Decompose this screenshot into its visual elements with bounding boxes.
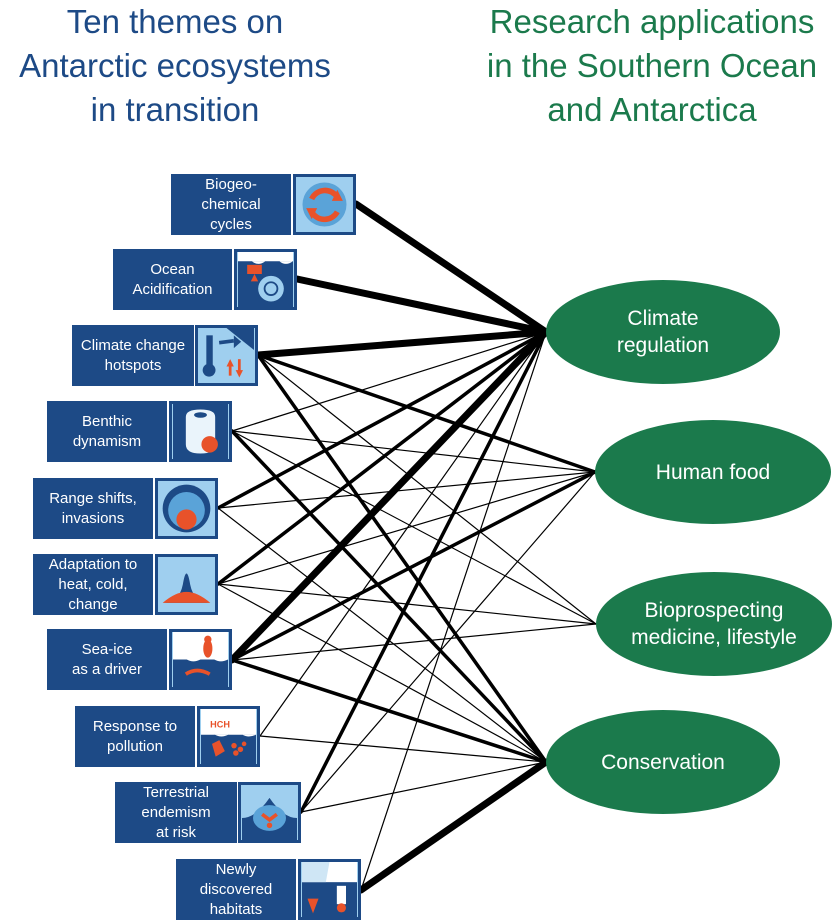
theme-box-benthic-dynamism: Benthic dynamism	[47, 401, 167, 462]
theme-box-ocean-acidification: Ocean Acidification	[113, 249, 232, 310]
left-heading: Ten themes on Antarctic ecosystems in tr…	[0, 0, 350, 132]
link-line	[230, 470, 597, 662]
theme-label-line: Newly	[215, 860, 257, 878]
theme-label-line: habitats	[209, 900, 263, 918]
theme-box-climate-change-hotspots: Climate change hotspots	[72, 325, 194, 386]
link-line	[228, 328, 550, 664]
link-line	[231, 430, 596, 473]
theme-box-pollution: Response to pollution	[75, 706, 195, 767]
link-line	[217, 471, 596, 585]
app-label-line: regulation	[616, 334, 710, 357]
link-line	[360, 331, 547, 891]
theme-box-sea-ice: Sea-ice as a driver	[47, 629, 167, 690]
theme-box-range-shifts: Range shifts, invasions	[33, 478, 153, 539]
theme-label-line: Range shifts,	[49, 489, 137, 507]
theme-label-line: hotspots	[104, 356, 162, 374]
link-line	[256, 353, 548, 764]
link-line	[230, 429, 548, 764]
benthic-icon	[169, 401, 232, 462]
link-line	[256, 353, 597, 474]
link-line	[257, 354, 597, 625]
cycle-arrows-icon	[293, 174, 356, 235]
theme-label-line: Ocean	[150, 260, 195, 278]
theme-label-line: Benthic	[81, 412, 133, 430]
penguin-krill-icon	[169, 629, 232, 690]
link-line	[357, 758, 550, 894]
app-label-line: Bioprospecting	[644, 599, 784, 622]
link-line	[293, 275, 550, 336]
habitats-icon	[298, 859, 361, 920]
app-label-line: medicine, lifestyle	[631, 626, 797, 649]
app-human-food: Human food	[595, 420, 831, 524]
theme-label-line: Response to	[92, 717, 178, 735]
link-line	[300, 761, 547, 813]
link-line	[352, 200, 550, 336]
link-line	[231, 430, 597, 625]
link-line	[254, 328, 550, 359]
app-label-line: Human food	[655, 460, 771, 484]
left-heading-line: Ten themes on	[66, 3, 284, 40]
theme-label-line: change	[68, 595, 118, 613]
link-line	[259, 331, 547, 737]
theme-label-line: chemical	[201, 195, 261, 213]
terrestrial-icon	[238, 782, 301, 843]
theme-label-line: Climate change	[80, 336, 186, 354]
link-line	[217, 471, 596, 509]
thermometer-icon	[195, 325, 258, 386]
theme-label-line: as a driver	[71, 660, 143, 678]
right-heading-line: Research applications	[489, 3, 815, 40]
theme-label-line: Sea-ice	[81, 640, 133, 658]
right-heading: Research applications in the Southern Oc…	[466, 0, 834, 132]
app-bioprospecting: Bioprospecting medicine, lifestyle	[596, 572, 832, 676]
right-heading-line: in the Southern Ocean	[486, 47, 818, 84]
link-line	[231, 623, 597, 661]
theme-box-biogeochemical-cycles: Biogeo- chemical cycles	[171, 174, 291, 235]
theme-box-terrestrial-endemism: Terrestrial endemism at risk	[115, 782, 237, 843]
adaptation-curve-icon	[155, 554, 218, 615]
pollution-icon: HCH	[197, 706, 260, 767]
link-line	[231, 331, 547, 432]
theme-box-adaptation: Adaptation to heat, cold, change	[33, 554, 153, 615]
link-line	[217, 507, 547, 763]
theme-box-newly-discovered-habitats: Newly discovered habitats	[176, 859, 296, 920]
range-circles-icon	[155, 478, 218, 539]
theme-label-line: dynamism	[72, 432, 142, 450]
left-heading-line: Antarctic ecosystems	[19, 47, 331, 84]
theme-label-line: endemism	[141, 803, 211, 821]
theme-label-line: pollution	[107, 737, 163, 755]
theme-label-line: Biogeo-	[205, 175, 257, 193]
shell-acid-icon	[234, 249, 297, 310]
theme-label-line: Acidification	[132, 280, 213, 298]
theme-label-line: at risk	[155, 823, 196, 841]
theme-label-line: invasions	[61, 509, 125, 527]
app-conservation: Conservation	[546, 710, 780, 814]
link-line	[300, 471, 596, 813]
theme-label-line: heat, cold,	[58, 575, 128, 593]
app-label-line: Conservation	[601, 750, 725, 774]
theme-label-line: Terrestrial	[143, 783, 209, 801]
app-label-line: Climate	[627, 307, 699, 330]
link-line	[299, 330, 548, 814]
theme-label-line: discovered	[199, 880, 273, 898]
app-climate-regulation: Climate regulation	[546, 280, 780, 384]
link-line	[216, 330, 548, 586]
link-line	[216, 330, 548, 510]
left-heading-line: in transition	[90, 91, 260, 128]
theme-label-line: Adaptation to	[48, 555, 138, 573]
link-line	[259, 735, 547, 763]
theme-label-line: cycles	[210, 215, 252, 233]
right-heading-line: and Antarctica	[547, 91, 757, 128]
pollution-icon-label: HCH	[210, 719, 230, 729]
